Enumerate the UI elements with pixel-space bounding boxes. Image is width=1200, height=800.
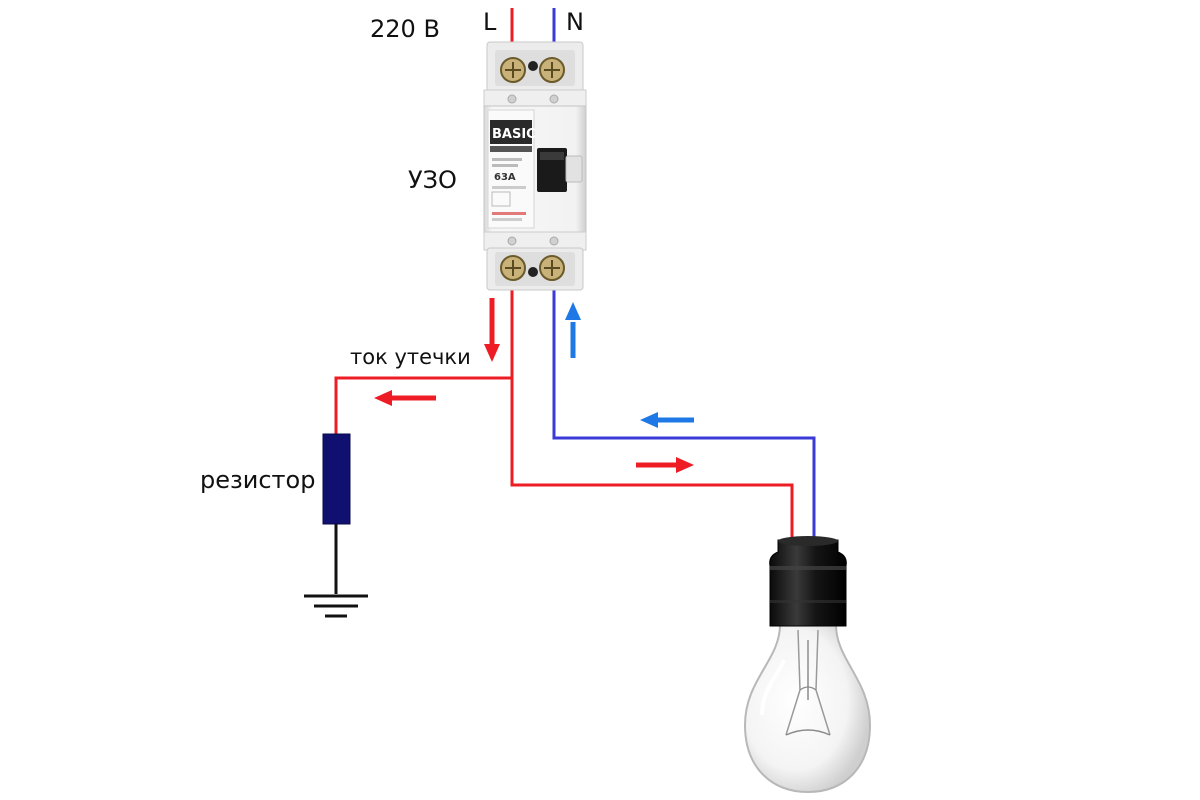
resistor-icon (322, 433, 351, 525)
line-wire (334, 8, 794, 540)
arrow-icon (374, 390, 436, 406)
rcd-label: УЗО (408, 166, 457, 194)
arrow-icon (484, 298, 500, 362)
resistor-label: резистор (200, 466, 315, 494)
device-brand: BASIC (492, 127, 536, 142)
rcd-breaker-icon: BASIC 63A (483, 41, 587, 291)
neutral-wire (552, 8, 816, 540)
device-rating: 63A (494, 172, 516, 183)
line-label: L (483, 8, 497, 36)
leakage-current-label: ток утечки (350, 345, 471, 369)
ground-icon (304, 524, 368, 618)
neutral-label: N (566, 8, 584, 36)
arrow-icon (636, 457, 694, 473)
light-bulb-icon (743, 536, 872, 794)
voltage-label: 220 В (370, 15, 440, 43)
arrow-icon (565, 302, 581, 358)
arrow-icon (640, 412, 694, 428)
